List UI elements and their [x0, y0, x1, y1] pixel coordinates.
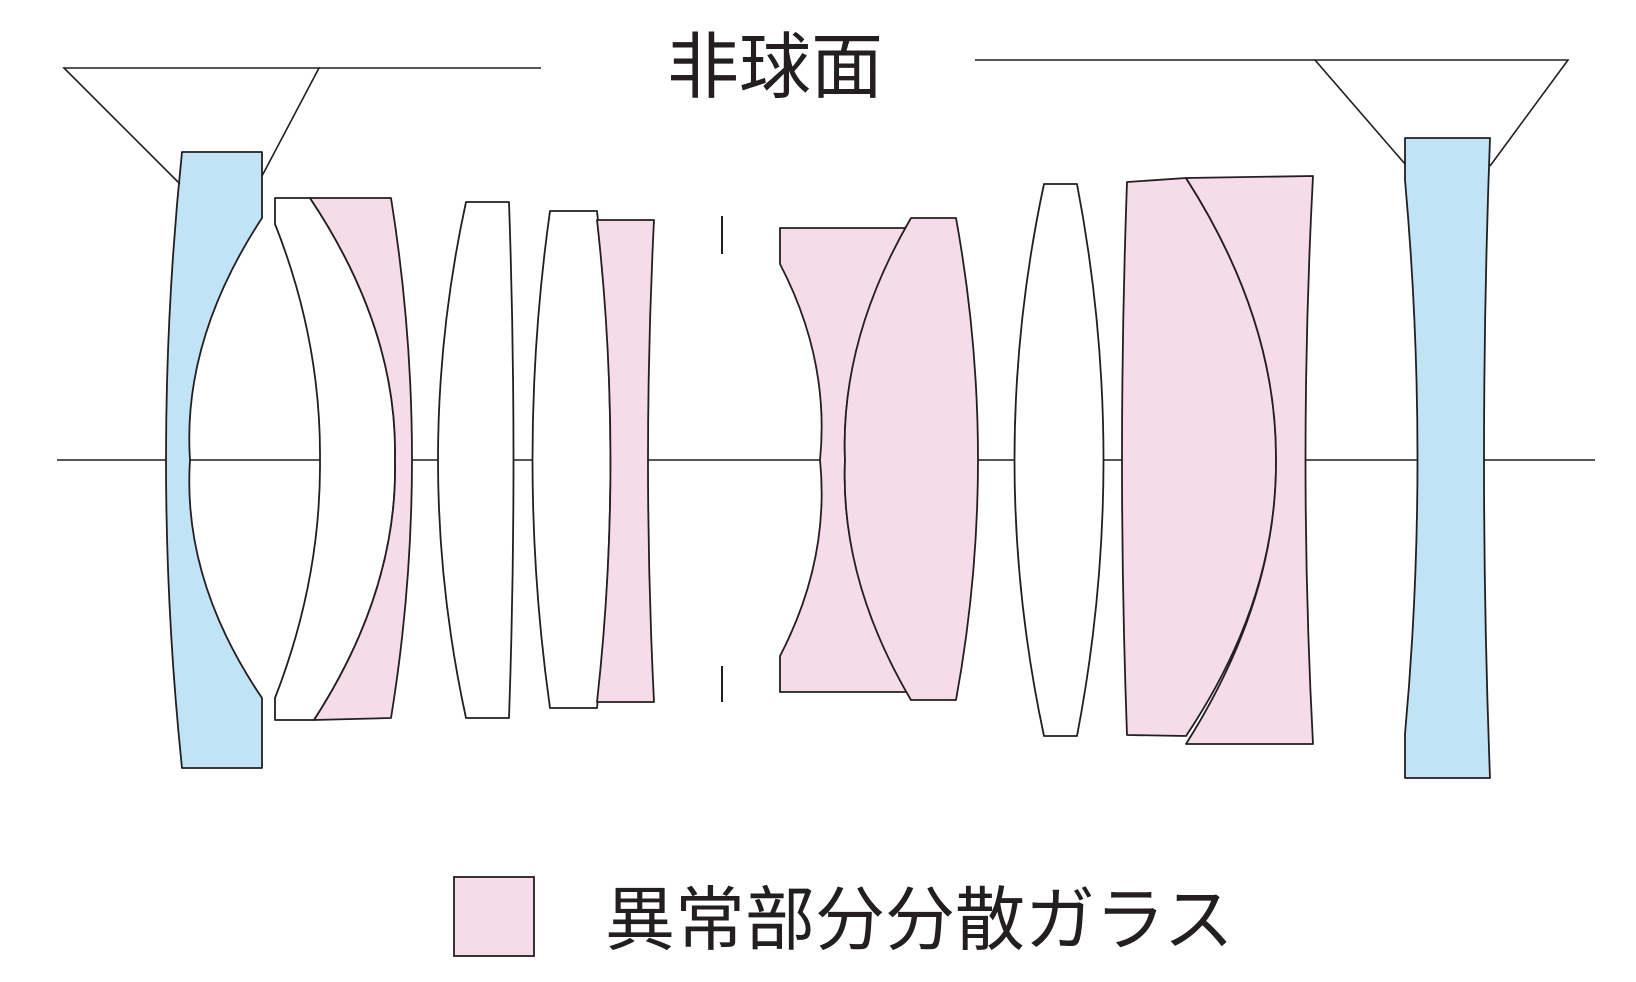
aspherical-callout-left — [62, 67, 321, 185]
lens-element-9 — [1013, 183, 1105, 737]
lens-element-12-aspherical — [1404, 137, 1491, 779]
legend-ed-swatch — [453, 876, 535, 957]
lens-element-1-aspherical — [165, 151, 263, 769]
aspherical-label: 非球面 — [667, 25, 883, 109]
lens-element-3-ed — [309, 197, 413, 721]
legend-ed-label: 異常部分分散ガラス — [605, 879, 1234, 961]
lens-element-8-ed — [843, 217, 979, 701]
aspherical-callout-right — [1313, 59, 1570, 167]
lens-element-4 — [437, 201, 515, 719]
lens-element-5 — [531, 210, 612, 709]
lens-element-6-ed — [596, 219, 655, 703]
lens-element-11-ed — [1185, 175, 1314, 745]
